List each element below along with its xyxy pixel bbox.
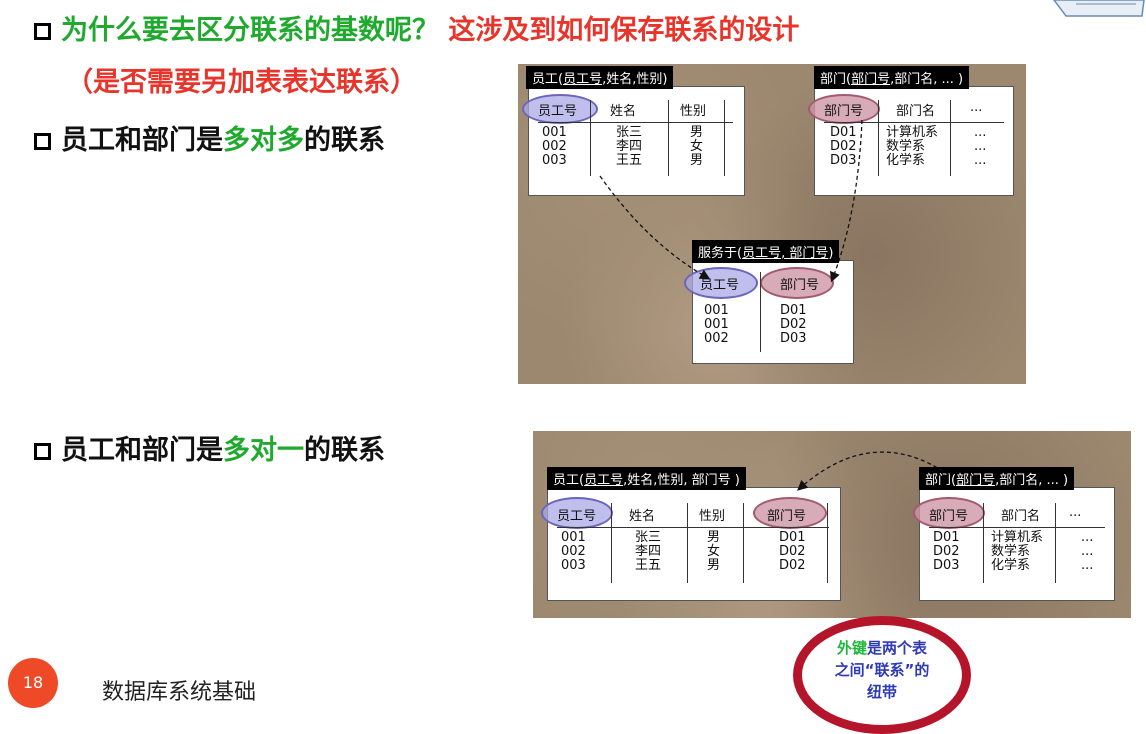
mm-dept-key-oval (808, 94, 880, 124)
mm-emp-col-gender: 男女男 (690, 125, 704, 168)
mo-emp-header-name: 姓名 (629, 509, 656, 524)
bullet-square-icon (34, 23, 51, 40)
mo-emp-col-name: 张三李四王五 (635, 530, 662, 573)
university-logo (1053, 0, 1145, 17)
mm-serve-emp-key-oval (684, 267, 758, 299)
callout-line1: 是两个表 (867, 639, 928, 657)
mo-emp-header-dept: 部门号 (767, 509, 807, 524)
bullet-extra-table-note: （是否需要另加表表达联系） (66, 67, 417, 98)
bullet-square-icon (34, 443, 51, 460)
slide-number: 18 (8, 658, 58, 708)
mm-serve-header-dept: 部门号 (780, 278, 820, 293)
mo-emp-col-gender: 男女男 (707, 530, 721, 573)
mo-dept-header-name: 部门名 (1001, 509, 1041, 524)
bullet-question: 为什么要去区分联系的基数呢？ (61, 15, 439, 46)
bullet-many-to-one: 员工和部门是多对一的联系 (34, 428, 385, 467)
mm-reference-arrows (599, 119, 863, 283)
callout-line2: 之间“联系”的 (834, 661, 930, 679)
mo-dept-col-more: ......... (1081, 530, 1094, 573)
mm-dept-header-id: 部门号 (824, 104, 864, 119)
bullet-square-icon (34, 133, 51, 150)
mm-emp-header-id: 员工号 (538, 104, 578, 119)
mm-emp-key-oval (522, 94, 598, 124)
mm-serve-title: 服务于(员工号, 部门号) (692, 240, 840, 263)
mo-reference-arrow (797, 451, 950, 491)
mo-emp-key-oval (541, 497, 613, 529)
callout-line3: 纽带 (866, 683, 897, 701)
callout-foreign-key: 外键 (836, 639, 867, 657)
mo-employee-title: 员工(员工号,姓名,性别, 部门号 ) (547, 467, 746, 490)
bullet-why-cardinality: 为什么要去区分联系的基数呢？ 这涉及到如何保存联系的设计 (34, 8, 799, 47)
course-title: 数据库系统基础 (102, 680, 257, 705)
mm-dept-header-more: ... (970, 100, 983, 115)
mm-emp-header-gender: 性别 (680, 104, 707, 119)
mm-dept-header-name: 部门名 (896, 104, 936, 119)
mm-serve-header-emp: 员工号 (700, 278, 740, 293)
mm-employee-title: 员工(员工号,姓名,性别) (526, 66, 674, 89)
mo-dept-title: 部门(部门号,部门名, ... ) (919, 467, 1075, 490)
mo-emp-fk-oval (753, 497, 827, 529)
mo-dept-header-more: ... (1069, 505, 1082, 520)
bullet-many-to-many: 员工和部门是多对多的联系 (34, 118, 385, 157)
mm-dept-col-name: 计算机系数学系化学系 (886, 125, 939, 168)
mm-dept-title: 部门(部门号,部门名, ... ) (814, 66, 970, 89)
foreign-key-callout: 外键是两个表 之间“联系”的 纽带 (793, 616, 971, 734)
mm-serve-dept-key-oval (760, 267, 834, 299)
mo-emp-header-id: 员工号 (557, 509, 597, 524)
mo-dept-header-id: 部门号 (929, 509, 969, 524)
mm-emp-col-name: 张三李四王五 (616, 125, 643, 168)
mo-dept-col-name: 计算机系数学系化学系 (991, 530, 1044, 573)
mo-dept-key-oval (913, 497, 985, 529)
mm-emp-header-name: 姓名 (610, 104, 637, 119)
bullet-design-note: 这涉及到如何保存联系的设计 (448, 15, 800, 46)
mo-emp-header-gender: 性别 (699, 509, 726, 524)
mm-dept-col-more: ......... (974, 125, 987, 168)
